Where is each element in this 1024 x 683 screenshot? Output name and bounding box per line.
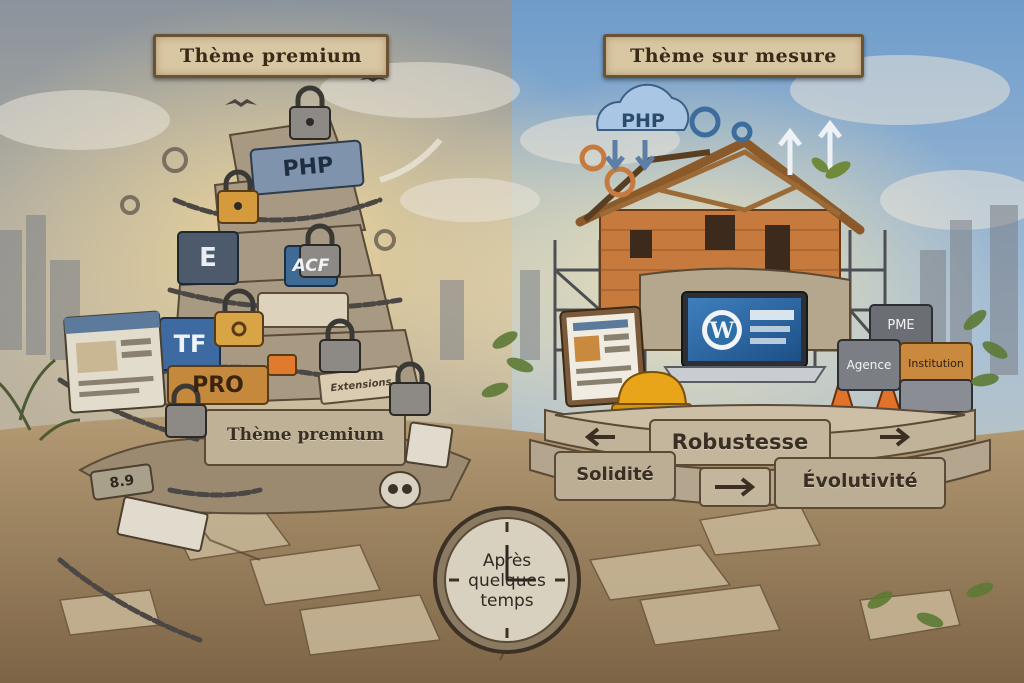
case-pme-label: PME xyxy=(887,317,915,333)
custom-house: W xyxy=(481,83,1008,628)
php-cloud xyxy=(596,83,690,131)
banner-custom-theme: Thème sur mesure xyxy=(603,34,864,78)
php-cloud-label: PHP xyxy=(621,110,665,132)
calendar-card xyxy=(63,310,167,414)
case-institution-label: Institution xyxy=(908,356,964,370)
laptop: W xyxy=(663,291,827,383)
clock-line-1: Après xyxy=(482,551,532,571)
skull xyxy=(379,471,421,509)
svg-text:W: W xyxy=(709,318,735,344)
clock-face xyxy=(433,506,581,654)
pro-block-label: PRO xyxy=(192,372,244,398)
case-agence-label: Agence xyxy=(846,358,892,372)
platform-evolutivite-label: Évolutivité xyxy=(802,470,918,492)
briefcases xyxy=(837,304,973,413)
clock-line-3: temps xyxy=(480,591,534,611)
platform-robustesse-label: Robustesse xyxy=(671,430,809,454)
tf-block-label: TF xyxy=(173,330,207,358)
padlocks xyxy=(165,85,431,438)
banner-premium-theme: Thème premium xyxy=(153,34,389,78)
stone-platform xyxy=(529,404,991,509)
base-stone-label: Thème premium xyxy=(226,425,384,445)
elementor-block-label: E xyxy=(199,243,217,273)
platform-solidite-label: Solidité xyxy=(576,464,654,485)
premium-tower xyxy=(0,75,472,643)
acf-block-label: ACF xyxy=(292,256,330,276)
clock-caption: Après quelques temps xyxy=(447,551,567,611)
clock-line-2: quelques xyxy=(468,571,546,591)
